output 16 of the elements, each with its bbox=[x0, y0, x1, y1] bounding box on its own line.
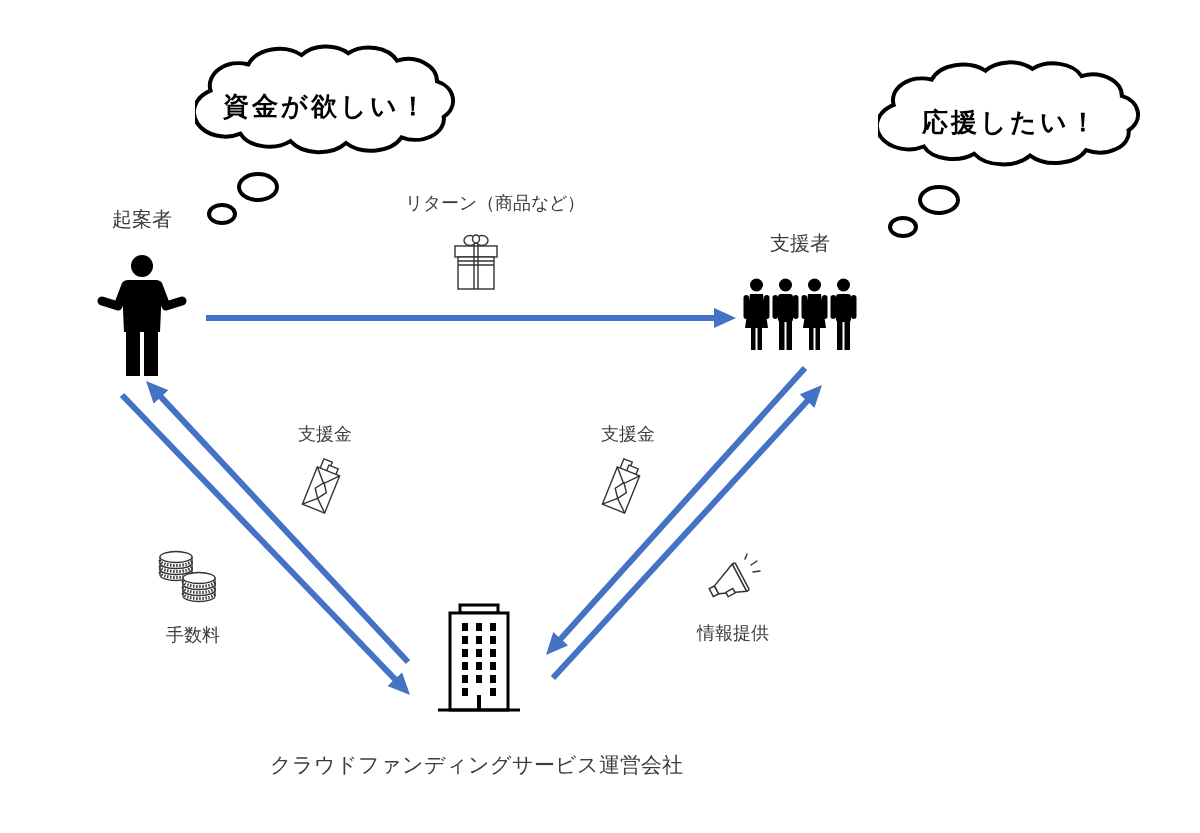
arrow bbox=[119, 392, 413, 698]
cloud-text: 応援したい！ bbox=[921, 106, 1099, 138]
flow-label: リターン（商品など） bbox=[405, 191, 585, 215]
arrow bbox=[543, 366, 808, 658]
edge-label: 手数料 bbox=[166, 623, 220, 647]
role-label: 支援者 bbox=[770, 230, 830, 256]
role-label: 起案者 bbox=[112, 206, 172, 232]
office-building-icon bbox=[438, 603, 520, 713]
arrow bbox=[143, 378, 411, 664]
edge-label: 情報提供 bbox=[697, 621, 769, 645]
arrow bbox=[550, 383, 825, 681]
edge-label: 支援金 bbox=[601, 422, 655, 446]
node-label: クラウドファンディングサービス運営会社 bbox=[269, 752, 683, 779]
edge-label: 支援金 bbox=[298, 422, 352, 446]
cloud-text: 資金が欲しい！ bbox=[223, 90, 429, 122]
arrow bbox=[206, 307, 736, 328]
